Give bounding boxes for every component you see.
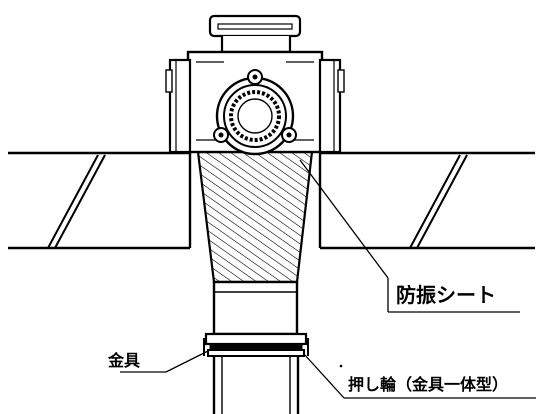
leader-lines	[120, 159, 536, 399]
label-fitting: 金具	[107, 351, 140, 370]
vibration-isolation-sheet	[196, 150, 314, 284]
leader-sheet	[299, 159, 389, 279]
break-mark-left	[47, 154, 106, 249]
riser-pipe	[212, 280, 299, 336]
push-ring-assembly	[203, 332, 309, 357]
pipe-end-circle	[213, 69, 297, 156]
label-push-ring: 押し輪（金具一体型）	[348, 375, 508, 394]
ground-slab	[8, 151, 535, 250]
leader-ring	[303, 353, 345, 399]
break-mark-right	[409, 154, 468, 249]
lower-pipe	[212, 356, 300, 414]
label-vibration-sheet: 防振シート	[396, 283, 496, 307]
